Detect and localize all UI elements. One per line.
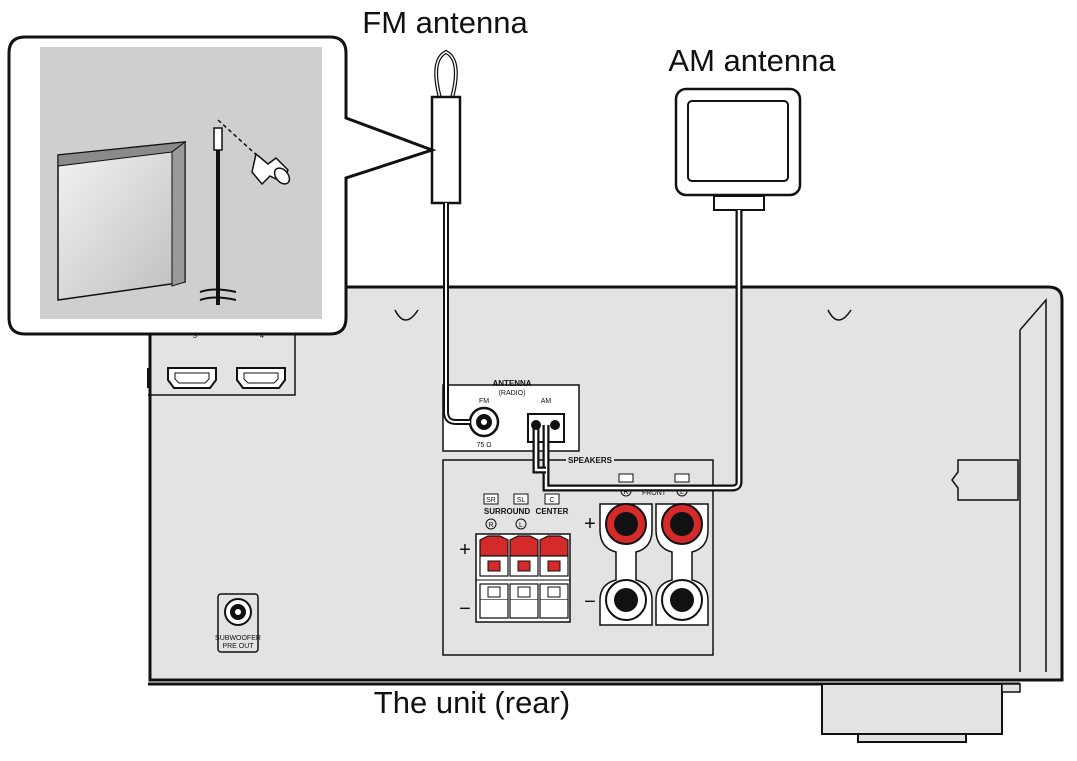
front-minus-sign: − [584,591,596,613]
sl-label: SL [517,497,526,504]
fm-antenna-label: FM antenna [362,5,528,40]
speakers-section: SPEAKERS SR SL C SURROUND CENTER R L [442,455,714,656]
c-label: C [549,497,554,504]
unit-rear-label: The unit (rear) [374,685,570,720]
hdmi-4-label: 4 [260,333,264,340]
front-right-mark: R [623,489,628,496]
surround-minus-sign: − [459,598,471,620]
center-label: CENTER [536,507,569,516]
fm-jack-label: FM [479,398,489,405]
front-binding-posts[interactable] [599,503,709,626]
front-left-mark: L [680,489,684,496]
am-antenna [531,87,802,492]
am-antenna-label: AM antenna [668,43,836,78]
surround-label: SURROUND [484,507,530,516]
fm-antenna [430,49,470,425]
antenna-title: ANTENNA [492,379,531,388]
mounting-inset-callout [7,35,437,336]
surround-left-mark: L [519,522,523,529]
pre-out-label: PRE OUT [222,643,254,650]
antenna-terminal-box: ANTENNA (RADIO) FM AM 75 Ω [442,379,580,452]
hdmi-3-label: 3 [193,333,197,340]
am-jack-label: AM [541,398,552,405]
speakers-label: SPEAKERS [568,456,613,465]
antenna-subtitle: (RADIO) [499,390,526,397]
surround-right-mark: R [488,522,493,529]
front-label: FRONT [642,490,667,497]
subwoofer-label: SUBWOOFER [215,635,261,642]
ohm-label: 75 Ω [477,442,492,449]
surround-plus-sign: + [459,539,471,561]
surround-center-terminals[interactable] [475,533,571,623]
subwoofer-pre-out[interactable]: SUBWOOFER PRE OUT [215,593,261,653]
sr-label: SR [486,497,496,504]
front-plus-sign: + [584,513,596,535]
thumbtack-icon [251,152,291,186]
